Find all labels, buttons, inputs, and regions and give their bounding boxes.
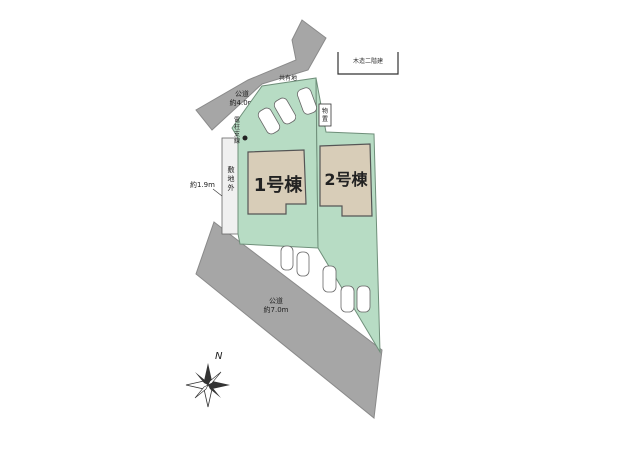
svg-text:公道: 公道 xyxy=(235,89,249,98)
svg-text:外: 外 xyxy=(228,183,235,192)
neighbor-building: 木造二階建 xyxy=(337,52,399,75)
car-outline xyxy=(322,265,337,293)
svg-text:柱: 柱 xyxy=(234,123,240,131)
svg-text:電: 電 xyxy=(234,117,240,124)
svg-text:物: 物 xyxy=(322,107,328,115)
svg-text:線: 線 xyxy=(234,137,240,145)
north-road-label: 公道 約4.0m xyxy=(230,89,255,107)
car-outline xyxy=(340,285,355,313)
car-outline xyxy=(356,285,371,313)
facility-label: 物 置 xyxy=(322,107,328,123)
car-outline xyxy=(257,107,281,135)
building-2-label: 2号棟 xyxy=(324,170,368,189)
svg-text:敷: 敷 xyxy=(228,165,235,174)
car-outline xyxy=(273,97,297,125)
side-width-label: 約1.9m xyxy=(190,180,215,189)
svg-text:公道: 公道 xyxy=(269,296,283,305)
car-outline xyxy=(296,87,318,115)
building-2 xyxy=(319,143,373,217)
south-road-label: 公道 約7.0m xyxy=(264,296,289,314)
neighbor-building-label: 木造二階建 xyxy=(353,57,383,65)
building-1-label: 1号棟 xyxy=(254,174,304,196)
svg-text:約7.0m: 約7.0m xyxy=(264,305,289,314)
utility-pole-icon xyxy=(242,135,248,141)
building-1 xyxy=(247,149,307,215)
svg-text:地: 地 xyxy=(228,174,235,183)
parking-spaces xyxy=(257,87,371,313)
outside-site-label: 敷 地 外 xyxy=(228,165,235,192)
svg-text:支: 支 xyxy=(234,130,240,138)
compass-north-label: N xyxy=(215,351,223,362)
car-outline xyxy=(296,251,310,277)
north-road xyxy=(195,19,327,131)
svg-text:約4.0m: 約4.0m xyxy=(230,98,255,107)
utility-pole-label: 電 柱 支 線 xyxy=(234,117,240,145)
south-road xyxy=(195,221,383,419)
car-outline xyxy=(280,245,294,271)
shared-land-label: 共有地 xyxy=(279,74,297,82)
compass-rose-icon xyxy=(185,363,230,408)
facility-box xyxy=(318,103,332,127)
svg-text:置: 置 xyxy=(322,116,328,123)
